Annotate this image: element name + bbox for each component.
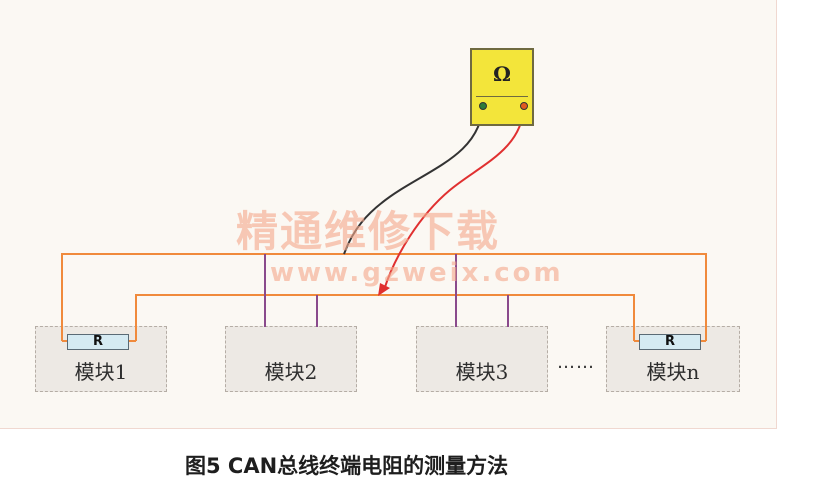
module-2-label: 模块2: [264, 360, 318, 384]
termination-resistor-module-1: R: [67, 334, 129, 350]
module-2: 模块2: [225, 326, 357, 392]
module-1-label: 模块1: [74, 360, 128, 384]
watermark-url: www.gzweix.com: [270, 258, 564, 288]
meter-divider: [476, 96, 528, 97]
more-modules-ellipsis: ……: [557, 352, 595, 373]
ohm-symbol: Ω: [493, 62, 511, 86]
termination-resistor-module-n: R: [639, 334, 701, 350]
module-3-label: 模块3: [455, 360, 509, 384]
black-probe-lead: [343, 105, 484, 255]
ohmmeter: Ω: [470, 48, 534, 126]
red-probe-lead: [383, 105, 525, 291]
figure-caption: 图5 CAN总线终端电阻的测量方法: [185, 454, 509, 478]
watermark-chinese: 精通维修下载: [236, 207, 501, 256]
can-high-bus-line: [61, 253, 707, 341]
module-n-label: 模块n: [646, 360, 700, 384]
red-probe-arrowhead: [378, 283, 390, 296]
module-3: 模块3: [416, 326, 548, 392]
red-terminal: [520, 102, 528, 110]
can-low-bus-line: [135, 294, 635, 341]
module-1: 模块1: [35, 326, 167, 392]
black-terminal: [479, 102, 487, 110]
